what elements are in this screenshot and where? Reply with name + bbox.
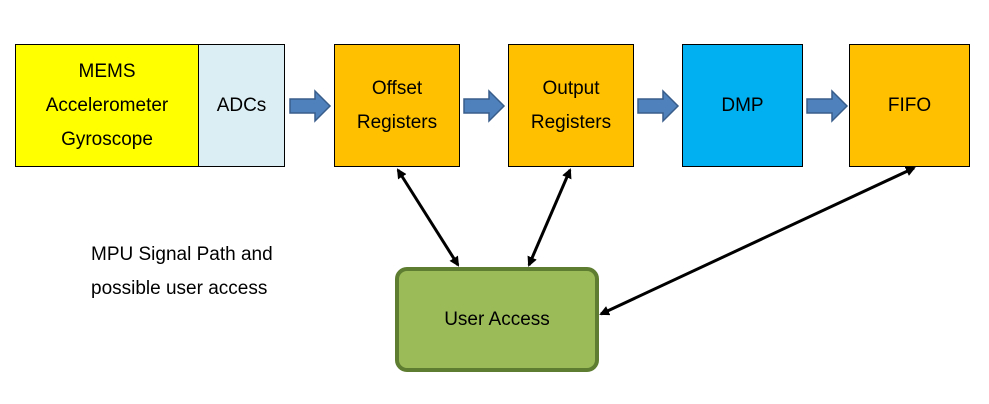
flow-arrow-dmp-to-fifo (806, 89, 849, 123)
offset-registers-label-line1: Offset (371, 77, 423, 99)
offset-registers-block: Offset Registers (334, 44, 460, 167)
user-access-label: User Access (444, 308, 550, 330)
access-arrow-fifo-user (599, 166, 916, 316)
output-registers-label-line2: Registers (530, 111, 612, 133)
output-registers-label-line1: Output (542, 77, 600, 99)
diagram-caption: MPU Signal Path and possible user access (91, 238, 351, 306)
dmp-label: DMP (721, 94, 764, 116)
fifo-block: FIFO (849, 44, 970, 167)
dmp-block: DMP (682, 44, 803, 167)
caption-line2: possible user access (91, 278, 268, 299)
mems-label-line3: Gyroscope (61, 128, 153, 150)
fifo-label: FIFO (887, 94, 932, 116)
flow-arrow-output-to-dmp (637, 89, 680, 123)
adcs-block: ADCs (198, 44, 285, 167)
flow-arrow-adcs-to-offset (289, 89, 332, 123)
access-arrow-output-user (527, 168, 572, 267)
adcs-label: ADCs (216, 94, 267, 116)
user-access-block: User Access (395, 267, 599, 372)
access-arrow-offset-user (396, 168, 460, 267)
offset-registers-label-line2: Registers (356, 111, 438, 133)
mems-label-line1: MEMS (78, 60, 136, 82)
caption-line1: MPU Signal Path and (91, 244, 273, 265)
flow-arrow-offset-to-output (463, 89, 506, 123)
output-registers-block: Output Registers (508, 44, 634, 167)
mems-label-line2: Accelerometer (45, 94, 169, 116)
mems-block: MEMS Accelerometer Gyroscope (15, 44, 198, 167)
